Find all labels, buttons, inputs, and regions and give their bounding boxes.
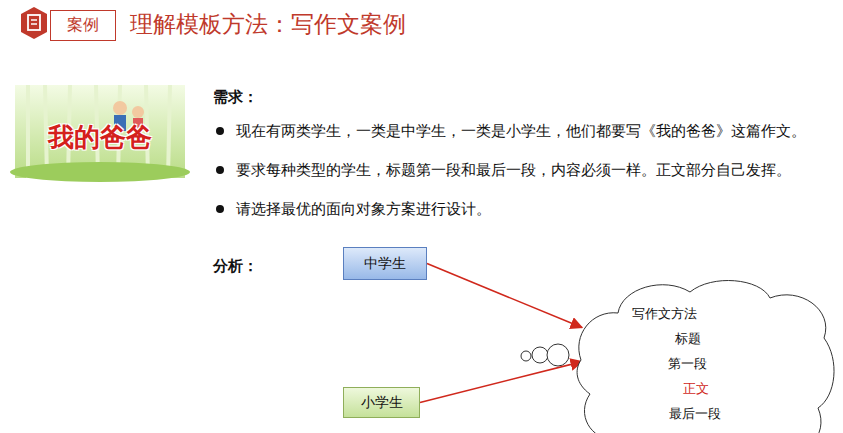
arrow-connector — [420, 362, 582, 403]
node-text: 小学生 — [361, 394, 403, 412]
node-text: 案例 — [67, 15, 99, 36]
bullet-dot — [216, 166, 224, 174]
cover-title: 我的爸爸 — [15, 120, 185, 155]
arrow-connector — [427, 264, 582, 328]
node-text: 中学生 — [364, 255, 406, 273]
thought-cloud: 写作文方法标题第一段正文最后一段 — [578, 280, 836, 433]
cover-picture — [10, 85, 190, 182]
node-text: 最后一段 — [669, 405, 721, 423]
node-text: 正文 — [683, 380, 709, 398]
student-box: 小学生 — [343, 387, 420, 418]
tag-box: 案例 — [50, 10, 116, 41]
node-text: 标题 — [675, 330, 701, 348]
page-title: 理解模板方法：写作文案例 — [130, 9, 406, 40]
bullet-dot — [216, 127, 224, 135]
section-heading: 需求： — [213, 88, 258, 107]
case-icon — [21, 7, 47, 39]
section-heading: 分析： — [213, 257, 258, 276]
node-text: 第一段 — [668, 355, 707, 373]
node-text: 写作文方法 — [632, 305, 697, 323]
bullet-text: 现在有两类学生，一类是中学生，一类是小学生，他们都要写《我的爸爸》这篇作文。 — [236, 122, 806, 141]
thought-bubbles — [521, 344, 569, 366]
bullet-text: 要求每种类型的学生，标题第一段和最后一段，内容必须一样。正文部分自己发挥。 — [236, 161, 791, 180]
student-box: 中学生 — [343, 247, 427, 280]
bullet-text: 请选择最优的面向对象方案进行设计。 — [236, 200, 491, 219]
bullet-dot — [216, 205, 224, 213]
